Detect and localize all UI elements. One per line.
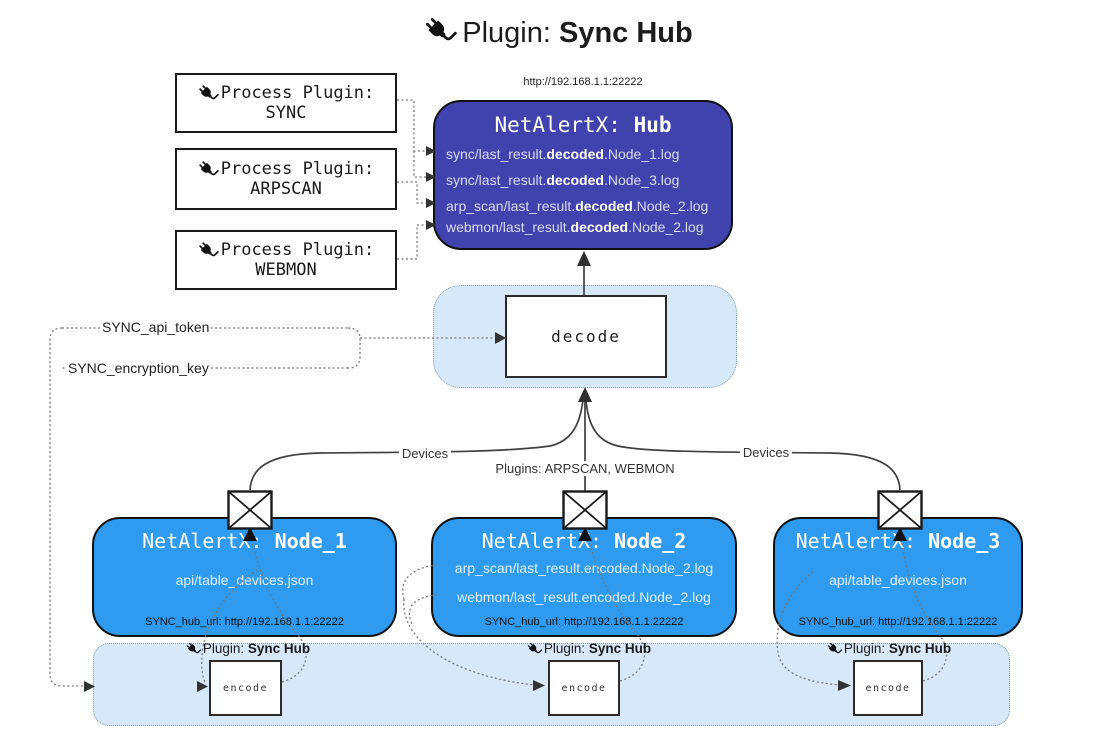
- node-file-line: api/table_devices.json: [175, 572, 314, 588]
- envelope-icon: [562, 490, 608, 535]
- process-plugin-name: ARPSCAN: [250, 179, 322, 199]
- hub-url-label: http://192.168.1.1:22222: [523, 76, 643, 88]
- node-box-node-2: NetAlertX: Node_2 arp_scan/last_result.e…: [431, 517, 737, 637]
- process-plugin-box-arpscan: Process Plugin: ARPSCAN: [175, 148, 397, 210]
- band-plugin-label: Plugin: Sync Hub: [186, 641, 310, 656]
- band-plugin-label: Plugin: Sync Hub: [827, 641, 951, 656]
- process-plugin-name: WEBMON: [255, 260, 317, 280]
- hub-file-line: arp_scan/last_result.decoded.Node_2.log: [446, 198, 709, 214]
- process-plugin-label: Process Plugin:: [220, 159, 375, 179]
- plug-icon: [186, 642, 202, 653]
- edge-label-devices-left: Devices: [398, 446, 452, 461]
- node-box-node-3: NetAlertX: Node_3 api/table_devices.json…: [773, 517, 1023, 637]
- hub-box: NetAlertX: Hub sync/last_result.decoded.…: [433, 100, 733, 250]
- plug-icon: [827, 642, 843, 653]
- page-title: Plugin: Sync Hub: [0, 16, 1117, 51]
- process-plugin-label: Process Plugin:: [220, 240, 375, 260]
- envelope-icon: [877, 490, 923, 535]
- plug-icon: [198, 84, 219, 99]
- page-title-prefix: Plugin:: [462, 17, 551, 49]
- edge-label-devices-right: Devices: [739, 445, 793, 460]
- process-plugin-box-webmon: Process Plugin: WEBMON: [175, 230, 397, 290]
- plug-icon: [527, 642, 543, 653]
- decode-box: decode: [505, 295, 667, 378]
- encode-box: encode: [853, 660, 923, 716]
- hub-file-line: sync/last_result.decoded.Node_1.log: [446, 146, 680, 162]
- node-box-node-1: NetAlertX: Node_1 api/table_devices.json…: [92, 517, 397, 637]
- encode-box: encode: [548, 660, 620, 716]
- process-plugin-label: Process Plugin:: [220, 83, 375, 103]
- process-plugin-box-sync: Process Plugin: SYNC: [175, 73, 397, 133]
- plug-icon: [198, 241, 219, 256]
- node-hub-url: SYNC_hub_url: http://192.168.1.1:22222: [145, 616, 344, 628]
- hub-file-line: webmon/last_result.decoded.Node_2.log: [446, 219, 704, 235]
- band-plugin-label: Plugin: Sync Hub: [527, 641, 651, 656]
- envelope-icon: [227, 490, 273, 535]
- hub-file-line: sync/last_result.decoded.Node_3.log: [446, 172, 680, 188]
- plug-icon: [198, 160, 219, 175]
- node-hub-url: SYNC_hub_url: http://192.168.1.1:22222: [484, 616, 684, 628]
- node-file-line: arp_scan/last_result.encoded.Node_2.log: [454, 560, 714, 576]
- node-file-line: api/table_devices.json: [829, 572, 967, 588]
- page-title-name: Sync Hub: [558, 17, 693, 49]
- node-file-line: webmon/last_result.encoded.Node_2.log: [457, 589, 711, 605]
- plug-icon: [424, 16, 457, 51]
- sync-api-token-label: SYNC_api_token: [100, 319, 212, 335]
- hub-title-name: Hub: [633, 113, 672, 137]
- node-hub-url: SYNC_hub_url: http://192.168.1.1:22222: [798, 616, 998, 628]
- hub-title-prefix: NetAlertX:: [494, 113, 634, 137]
- sync-encryption-key-label: SYNC_encryption_key: [66, 360, 211, 376]
- encode-box: encode: [209, 660, 282, 716]
- process-plugin-name: SYNC: [265, 103, 307, 123]
- edge-label-plugins: Plugins: ARPSCAN, WEBMON: [492, 461, 678, 476]
